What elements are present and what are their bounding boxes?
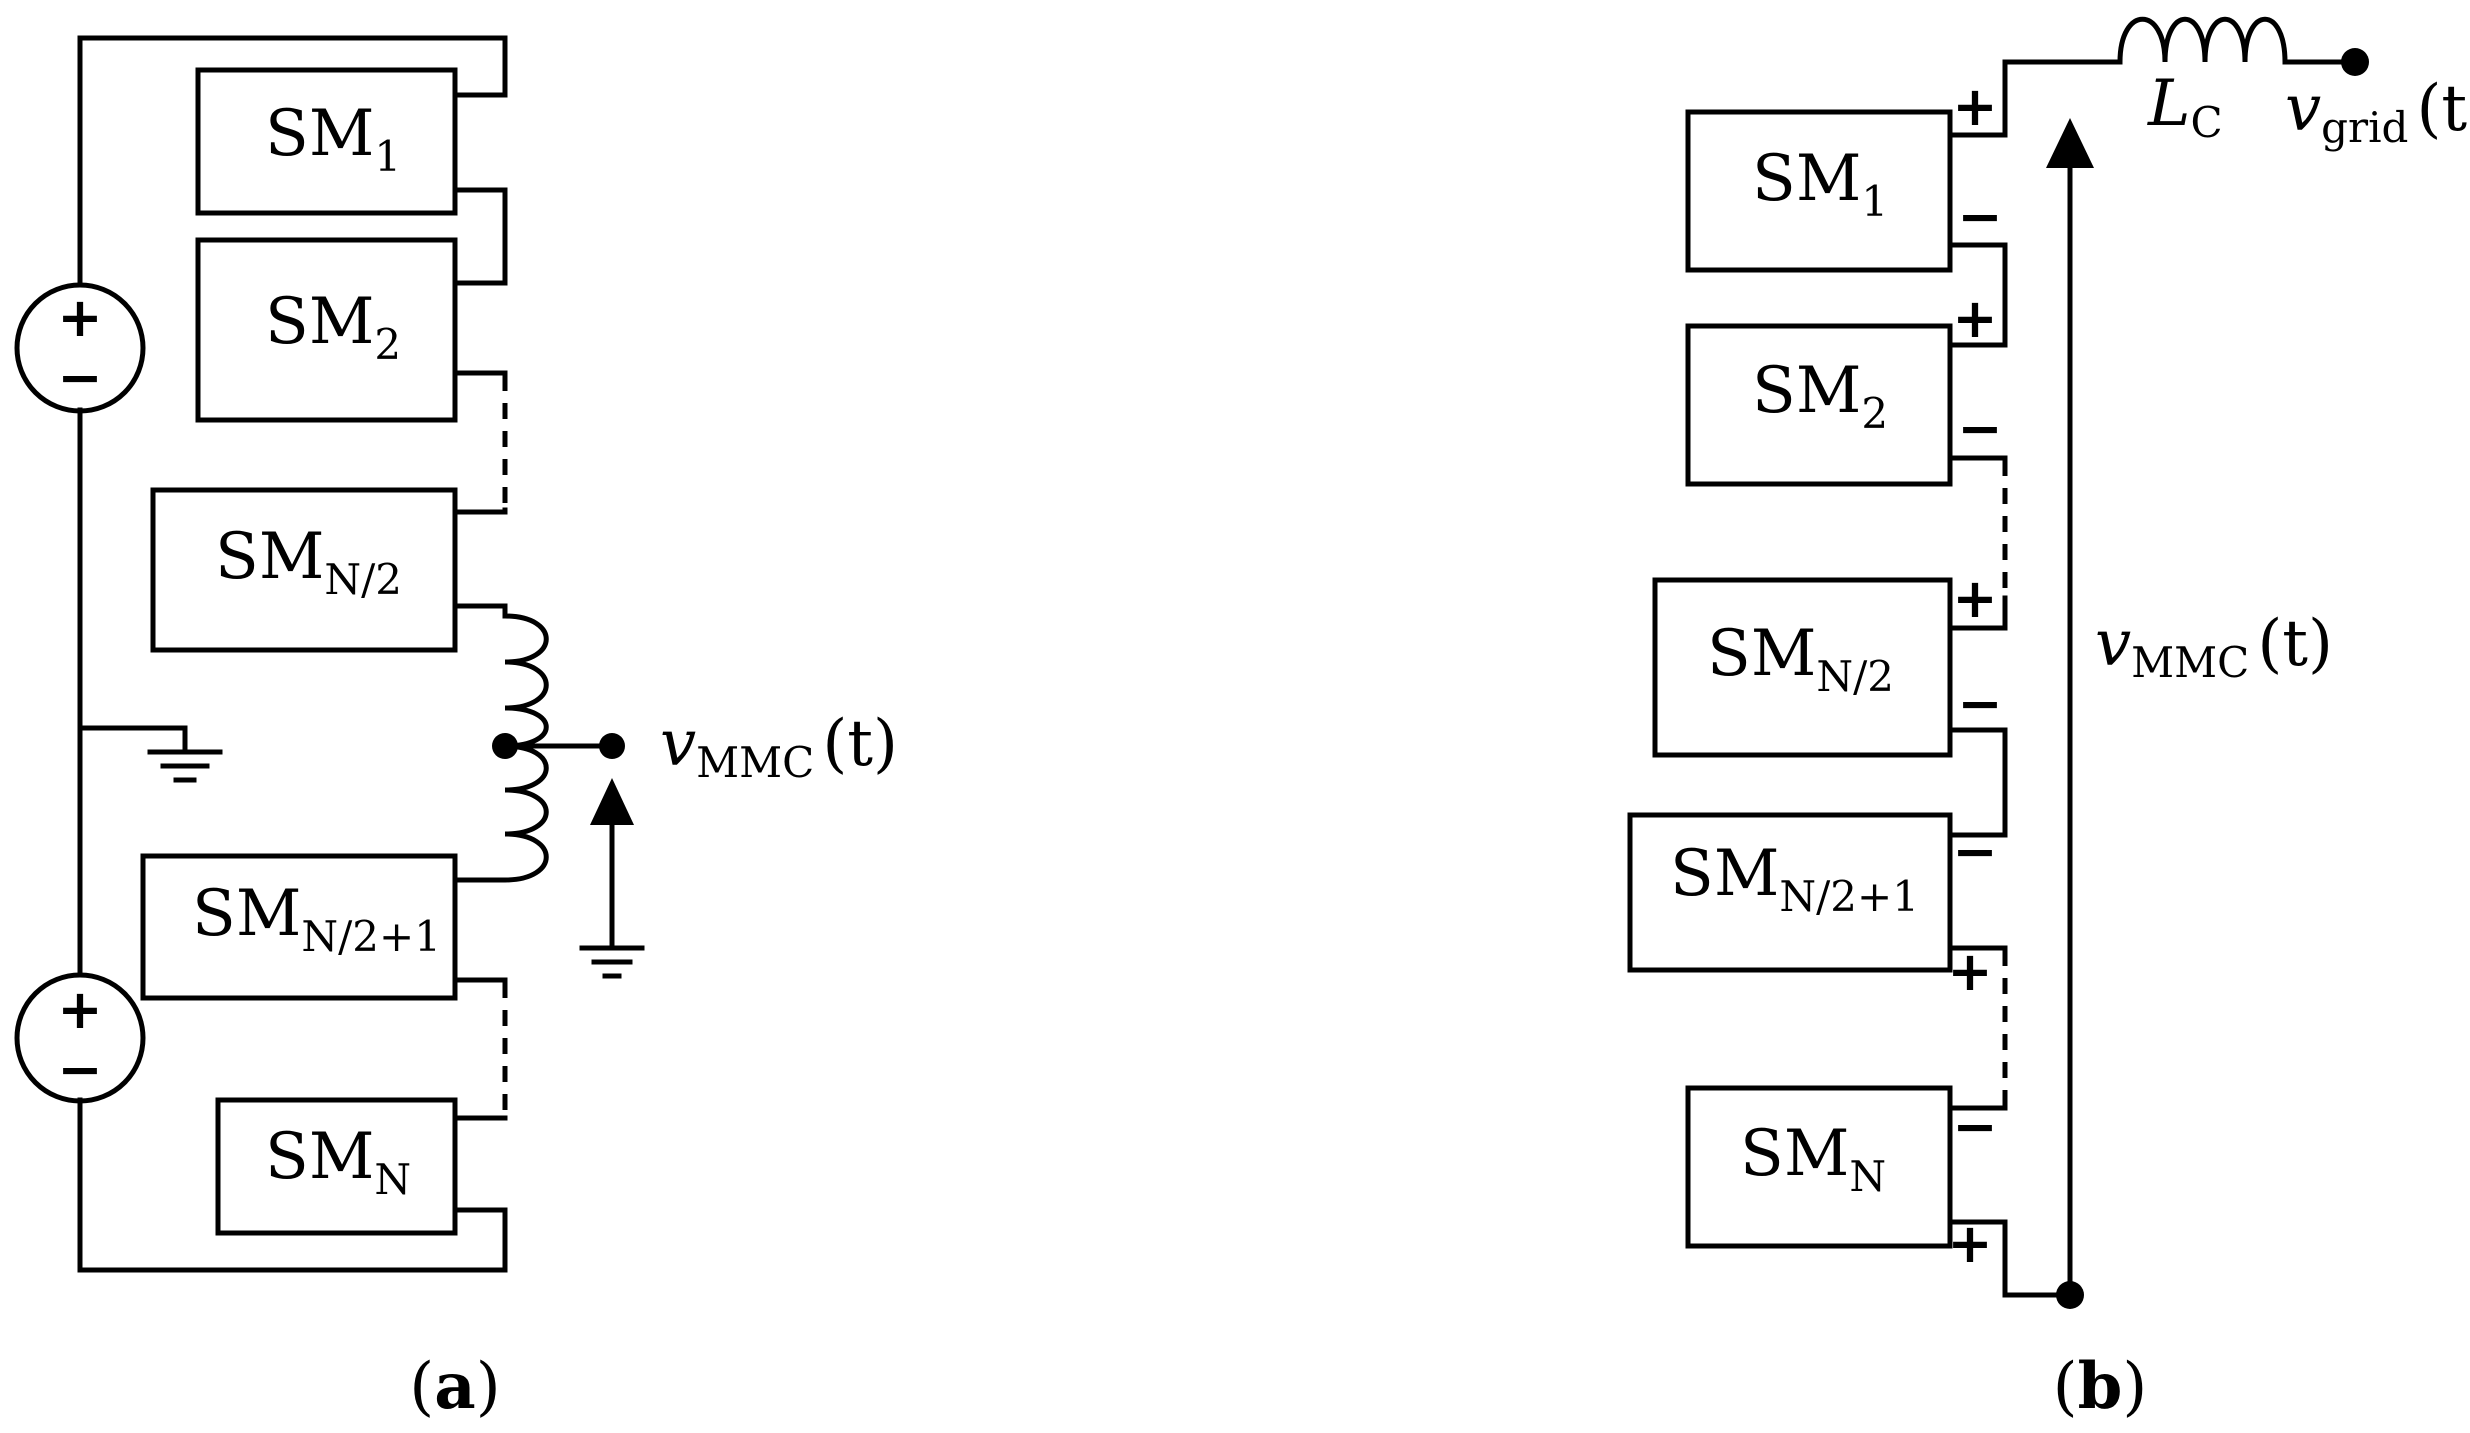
output-voltage-label-a: vMMC(t) (660, 707, 898, 787)
svg-text:SMN/2+1: SMN/2+1 (1670, 837, 1919, 921)
output-voltage-arrow-a (579, 778, 645, 979)
arm-inductor-lower (452, 743, 549, 883)
polarity-marks: + − + − + − − + − + (1947, 75, 2002, 1275)
submodule-sm-n2: SMN/2 (150, 487, 458, 653)
ground-symbol-left (77, 725, 223, 783)
svg-text:SMN/2+1: SMN/2+1 (192, 877, 441, 961)
svg-text:+: + (1952, 287, 1997, 350)
svg-text:SMN/2: SMN/2 (1707, 617, 1894, 701)
svg-text:SM2: SM2 (1752, 354, 1888, 438)
submodule-sm2: SM2 (1685, 323, 1953, 487)
caption-b: (b) (2053, 1349, 2148, 1424)
mmc-voltage-arrow-b (2046, 118, 2094, 1309)
submodule-sm-n2: SMN/2 (1652, 577, 1953, 758)
svg-text:−: − (1957, 185, 2002, 248)
mmc-voltage-label-b: vMMC(t) (2095, 607, 2333, 687)
source-plus-sign: + (57, 978, 102, 1041)
svg-text:+: + (1947, 940, 1992, 1003)
source-plus-sign: + (57, 286, 102, 349)
source-minus-sign: − (57, 1038, 102, 1101)
source-minus-sign: − (57, 346, 102, 409)
svg-text:−: − (1952, 820, 1997, 883)
panel-a: + − + − SM1 SM2 SMN/2 S (14, 35, 898, 1424)
dc-source-lower: + − (14, 972, 146, 1104)
svg-text:+: + (1947, 1212, 1992, 1275)
arm-wiring-a (452, 187, 508, 1121)
svg-text:SM1: SM1 (1752, 142, 1888, 226)
dc-source-upper: + − (14, 282, 146, 414)
submodule-sm-n2-plus-1: SMN/2+1 (140, 853, 458, 1001)
arm-inductor-upper (502, 603, 549, 749)
submodule-sm-n: SMN (215, 1097, 458, 1236)
submodule-sm2: SM2 (195, 237, 458, 423)
grid-voltage-label: vgrid(t) (2285, 72, 2470, 152)
svg-text:SMN: SMN (265, 1120, 411, 1204)
svg-text:SMN/2: SMN/2 (215, 520, 402, 604)
svg-text:SMN: SMN (1740, 1117, 1886, 1201)
svg-text:−: − (1952, 1095, 1997, 1158)
output-node-a (492, 733, 625, 759)
submodule-sm-n: SMN (1685, 1085, 1953, 1249)
svg-text:−: − (1957, 397, 2002, 460)
svg-text:+: + (1952, 567, 1997, 630)
svg-text:SM1: SM1 (265, 97, 401, 181)
arm-wiring-b (1947, 59, 2123, 1298)
svg-text:−: − (1957, 672, 2002, 735)
svg-text:SM2: SM2 (265, 285, 401, 369)
panel-b: SM1 SM2 SMN/2 SMN/2+1 SMN (1627, 17, 2470, 1424)
inductor-label: LC (2147, 67, 2223, 147)
submodule-sm1: SM1 (1685, 109, 1953, 273)
submodule-sm1: SM1 (195, 67, 458, 216)
grid-inductor (2117, 17, 2369, 76)
caption-a: (a) (409, 1349, 500, 1424)
svg-text:+: + (1952, 75, 1997, 138)
dc-bus-left (77, 35, 508, 1273)
submodule-sm-n2-plus-1: SMN/2+1 (1627, 812, 1953, 973)
